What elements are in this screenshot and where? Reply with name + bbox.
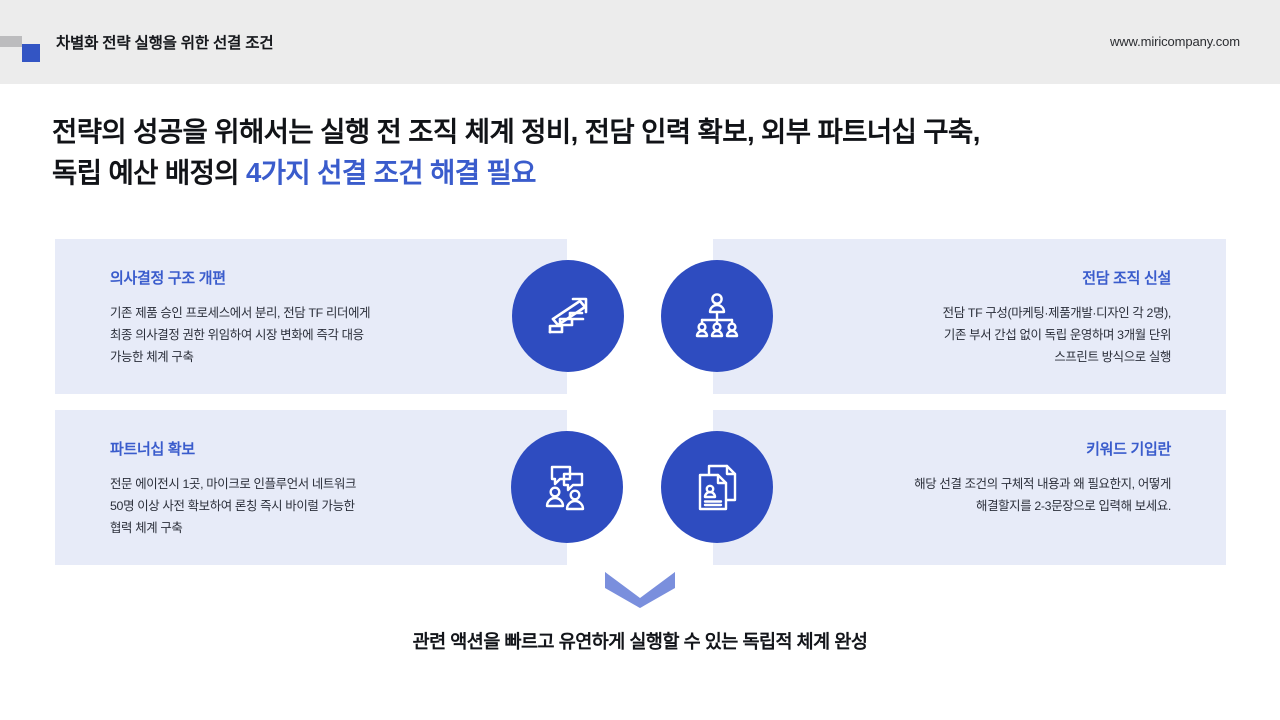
header-website-url: www.miricompany.com: [1109, 34, 1240, 49]
headline-line-1: 전략의 성공을 위해서는 실행 전 조직 체계 정비, 전담 인력 확보, 외부…: [52, 116, 980, 147]
page-title: 전략의 성공을 위해서는 실행 전 조직 체계 정비, 전담 인력 확보, 외부…: [52, 112, 1232, 193]
stairs-up-arrow-icon: [540, 288, 596, 344]
icon-circle-partnership[interactable]: [511, 431, 623, 543]
chevron-down-icon: [605, 572, 675, 608]
conclusion-text: 관련 액션을 빠르고 유연하게 실행할 수 있는 독립적 체계 완성: [412, 631, 868, 652]
icon-circle-dedicated-team[interactable]: [661, 260, 773, 372]
card-body: 전담 TF 구성(마케팅·제품개발·디자인 각 2명), 기존 부서 간섭 없이…: [942, 306, 1172, 365]
icon-circle-keyword-input[interactable]: [661, 431, 773, 543]
card-title: 전담 조직 신설: [1082, 270, 1171, 287]
card-body: 전문 에이전시 1곳, 마이크로 인플루언서 네트워크 50명 이상 사전 확보…: [110, 477, 357, 536]
card-partnership[interactable]: 파트너십 확보 전문 에이전시 1곳, 마이크로 인플루언서 네트워크 50명 …: [55, 410, 567, 565]
header-title: 차별화 전략 실행을 위한 선결 조건: [56, 35, 274, 52]
card-keyword-input[interactable]: 키워드 기입란 해당 선결 조건의 구체적 내용과 왜 필요한지, 어떻게 해결…: [713, 410, 1226, 565]
people-chat-icon: [539, 460, 595, 514]
org-chart-icon: [690, 289, 744, 343]
card-title: 파트너십 확보: [110, 441, 195, 458]
card-dedicated-team[interactable]: 전담 조직 신설 전담 TF 구성(마케팅·제품개발·디자인 각 2명), 기존…: [713, 239, 1226, 394]
header-accent-blue-square: [22, 44, 40, 62]
icon-circle-decision-structure[interactable]: [512, 260, 624, 372]
card-title: 키워드 기입란: [1086, 441, 1171, 458]
documents-profile-icon: [691, 460, 743, 514]
card-title: 의사결정 구조 개편: [110, 270, 226, 287]
headline-line-2-accent: 4가지 선결 조건 해결 필요: [246, 156, 536, 188]
headline-line-2-prefix: 독립 예산 배정의: [52, 156, 247, 188]
header-accent-gray-bar: [0, 36, 22, 47]
card-body: 기존 제품 승인 프로세스에서 분리, 전담 TF 리더에게 최종 의사결정 권…: [110, 306, 371, 365]
card-body: 해당 선결 조건의 구체적 내용과 왜 필요한지, 어떻게 해결할지를 2-3문…: [914, 477, 1171, 514]
card-decision-structure[interactable]: 의사결정 구조 개편 기존 제품 승인 프로세스에서 분리, 전담 TF 리더에…: [55, 239, 567, 394]
slide-header: 차별화 전략 실행을 위한 선결 조건 www.miricompany.com: [0, 0, 1280, 84]
